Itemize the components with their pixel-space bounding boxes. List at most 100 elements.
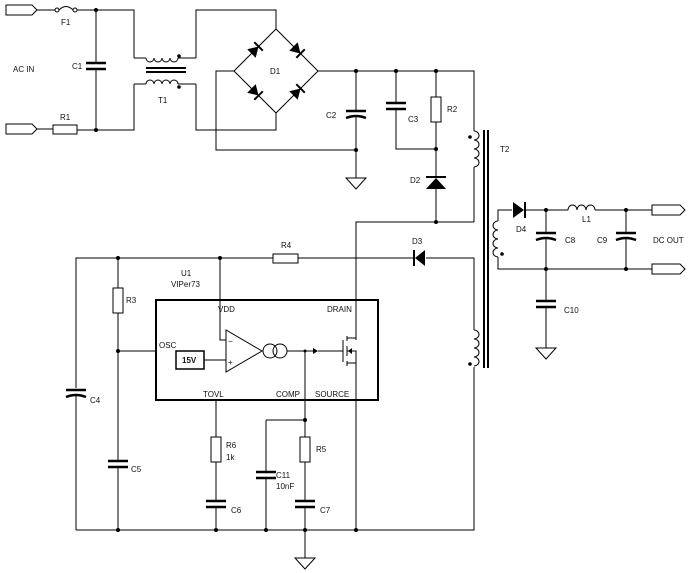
ac-in-bottom-connector[interactable]: [5, 123, 38, 135]
wire: [195, 9, 277, 58]
ac-in-top-connector[interactable]: [5, 4, 38, 16]
r4-label: R4: [281, 241, 292, 250]
wire: [219, 300, 226, 341]
capacitor-c3: [386, 101, 406, 111]
ground-rail: [76, 367, 475, 531]
osc-pin-label: OSC: [159, 341, 177, 350]
r2-label: R2: [447, 105, 458, 114]
opamp-minus-sign: −: [228, 337, 233, 346]
t2-label: T2: [500, 145, 510, 154]
resistor-r1: [52, 124, 78, 135]
capacitor-c6: [206, 499, 226, 530]
ac-in-label: AC IN: [13, 65, 35, 74]
r6-label: R6: [226, 441, 237, 450]
junction-dot: [116, 528, 120, 532]
resistor-r4: [272, 253, 299, 264]
error-amplifier: [225, 329, 263, 373]
c6-label: C6: [231, 506, 242, 515]
c3-label: C3: [408, 115, 419, 124]
source-pin-label: SOURCE: [315, 390, 349, 399]
dc-out-positive-connector[interactable]: [651, 204, 686, 216]
c7-label: C7: [320, 506, 331, 515]
c11-label: C11: [276, 471, 291, 480]
junction-dot: [434, 220, 438, 224]
choke-t1: [134, 54, 196, 89]
reference-15v-label: 15V: [182, 356, 197, 365]
junction-dot: [434, 69, 438, 73]
r6-value-label: 1k: [226, 453, 235, 462]
capacitor-c4: [65, 388, 87, 530]
wire: [395, 110, 436, 150]
u1-part-label: VIPer73: [171, 280, 200, 289]
c9-label: C9: [597, 236, 608, 245]
diode-d2: [426, 176, 446, 189]
d4-label: D4: [516, 225, 527, 234]
r5-label: R5: [316, 445, 327, 454]
wire: [497, 209, 512, 221]
c1-label: C1: [72, 62, 83, 71]
u1-label: U1: [181, 269, 192, 278]
opamp-plus-sign: +: [228, 358, 233, 367]
junction-dot: [264, 528, 268, 532]
resistor-r2: [430, 96, 442, 123]
junction-dot: [354, 148, 358, 152]
resistor-r5: [299, 436, 311, 463]
diode-d3: [413, 250, 425, 266]
junction-dot: [354, 528, 358, 532]
transformer-t2: [468, 130, 504, 368]
r3-label: R3: [126, 296, 137, 305]
wire: [497, 257, 652, 270]
junction-dot: [434, 147, 438, 151]
ground-symbol: [534, 347, 558, 360]
capacitor-c9: [615, 210, 637, 269]
wire: [355, 189, 437, 340]
capacitor-c10: [536, 299, 556, 348]
inductor-l1: [567, 204, 596, 211]
vdd-pin-label: VDD: [218, 305, 235, 314]
capacitor-c8: [535, 210, 557, 300]
t1-label: T1: [158, 96, 168, 105]
comp-pin-label: COMP: [276, 390, 300, 399]
capacitor-c2: [345, 71, 367, 178]
c2-label: C2: [326, 111, 337, 120]
u1-viper73-chip: [155, 299, 379, 401]
c8-label: C8: [565, 236, 576, 245]
junction-dot: [354, 69, 358, 73]
d3-label: D3: [412, 237, 423, 246]
capacitor-c1: [86, 61, 106, 71]
junction-dot: [394, 69, 398, 73]
f1-label: F1: [61, 18, 71, 27]
capacitor-c7: [295, 499, 315, 530]
current-source-circle: [272, 343, 288, 359]
dc-out-label: DC OUT: [653, 236, 684, 245]
l1-label: L1: [582, 215, 591, 224]
wire: [195, 84, 277, 131]
bridge-rectifier-d1: [233, 28, 319, 114]
c11-value-label: 10nF: [276, 482, 294, 491]
wire: [318, 70, 475, 131]
junction-dot: [214, 528, 218, 532]
resistor-r6: [210, 436, 222, 463]
ac-input-section: F1 C1 AC IN R1: [5, 4, 135, 135]
wire: [75, 257, 273, 388]
d2-label: D2: [410, 176, 421, 185]
dc-out-negative-connector[interactable]: [651, 263, 686, 275]
diode-d4: [513, 202, 526, 218]
capacitor-c5: [108, 459, 128, 530]
drain-pin-label: DRAIN: [327, 305, 352, 314]
c4-label: C4: [90, 396, 101, 405]
ground-symbol: [344, 177, 368, 190]
d1-label: D1: [270, 67, 281, 76]
wire: [77, 84, 135, 131]
current-source-circle: [262, 343, 278, 359]
capacitor-c11: [256, 470, 276, 530]
junction-dot: [116, 349, 120, 353]
arrow-icon: [313, 348, 318, 354]
fuse-f1: [54, 6, 78, 13]
junction-dot: [624, 267, 628, 271]
ground-symbol: [293, 557, 317, 570]
wire: [426, 257, 475, 330]
wire: [215, 70, 356, 151]
resistor-r3: [112, 287, 124, 314]
